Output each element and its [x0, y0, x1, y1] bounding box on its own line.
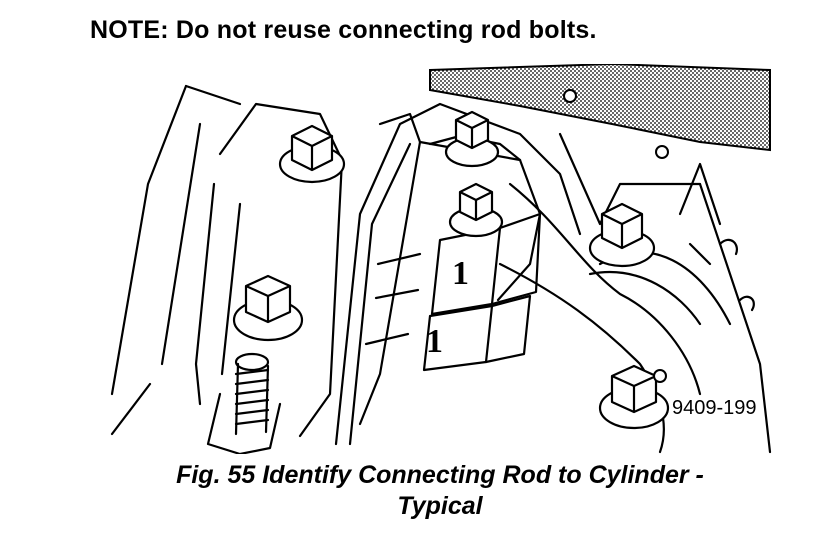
bolt-upper-left [278, 124, 346, 184]
cap-cylinder-mark: 1 [426, 323, 443, 360]
caption-line-1: Fig. 55 Identify Connecting Rod to Cylin… [176, 461, 704, 489]
gasket-strip [429, 64, 771, 152]
bolt-top-center [444, 110, 500, 168]
bolt-center-cap [448, 182, 504, 238]
bolt-right-upper [588, 202, 656, 268]
figure-caption: Fig. 55 Identify Connecting Rod to Cylin… [120, 460, 760, 522]
figure-reference-number: 9409-199 [672, 397, 757, 419]
caption-line-2: Typical [397, 492, 483, 520]
bolt-middle-left [232, 274, 304, 342]
rod-cylinder-mark: 1 [452, 255, 469, 292]
note-text: NOTE: Do not reuse connecting rod bolts. [90, 16, 597, 44]
bolt-right-lower [598, 364, 670, 430]
connecting-rod-illustration: 1 1 9409-199 [0, 64, 832, 454]
